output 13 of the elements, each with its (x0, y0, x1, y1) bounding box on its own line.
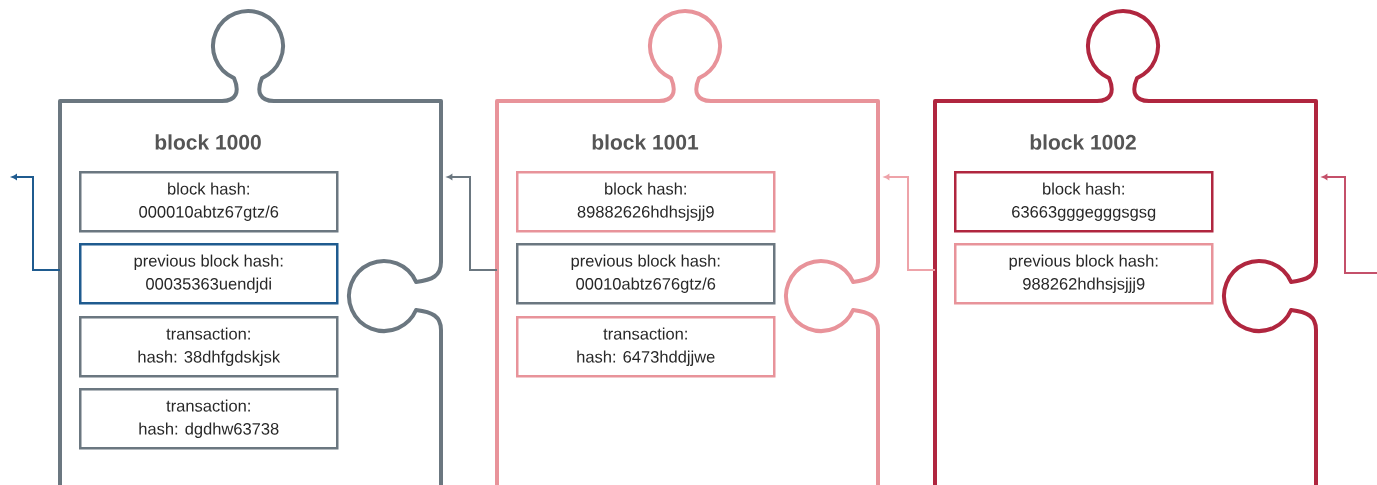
arrow (883, 174, 936, 271)
hash-box: block hash: 000010abtz67gtz/6 (79, 171, 339, 233)
hash-box: block hash: 89882626hdhsjsjj9 (516, 171, 776, 233)
arrow (1321, 174, 1377, 274)
hash-box: transaction: hash: 38dhfgdskjsk (79, 316, 339, 378)
hash-box: previous block hash: 00035363uendjdi (79, 243, 339, 305)
arrow (446, 174, 498, 271)
arrow (11, 174, 61, 271)
hash-box: previous block hash: 988262hdhsjsjjj9 (954, 243, 1214, 305)
hash-box: block hash: 63663gggegggsgsg (954, 171, 1214, 233)
hash-box: previous block hash: 00010abtz676gtz/6 (516, 243, 776, 305)
hash-box: transaction: hash: dgdhw63738 (79, 388, 339, 450)
hash-box: transaction: hash: 6473hddjjwe (516, 316, 776, 378)
